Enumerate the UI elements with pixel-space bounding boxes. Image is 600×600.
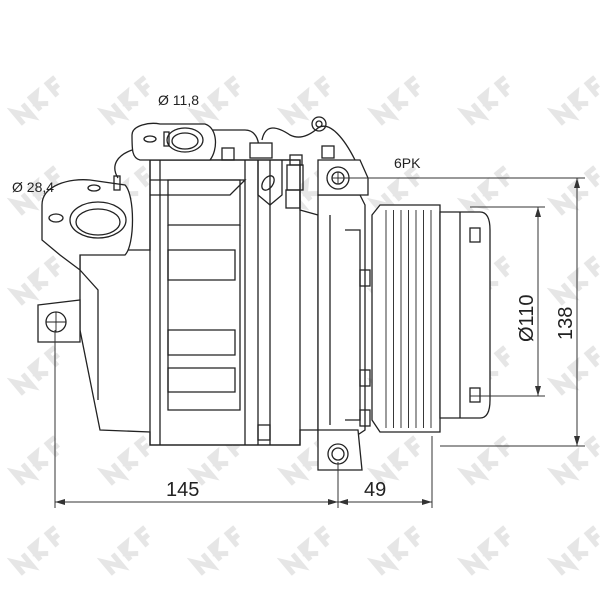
nrf-watermark-logo (546, 75, 600, 126)
overall-height-label: 138 (555, 307, 577, 340)
nrf-watermark-logo (366, 435, 420, 486)
pulley (371, 204, 491, 433)
nrf-watermark-logo (186, 525, 240, 576)
nrf-watermark-logo (6, 75, 60, 126)
discharge-port-label: Ø 28,4 (12, 179, 54, 195)
body-length-label: 145 (166, 479, 199, 501)
dimension-lines (54, 177, 585, 508)
nrf-watermark-logo (6, 345, 60, 396)
nrf-watermark-logo (366, 75, 420, 126)
nrf-watermark-logo (456, 525, 510, 576)
nrf-watermark-logo (6, 525, 60, 576)
nrf-watermark-logo (276, 75, 330, 126)
pulley-offset-label: 49 (364, 479, 386, 501)
nrf-watermark-logo (366, 165, 420, 216)
nrf-watermark-logo (186, 75, 240, 126)
nrf-watermark-logo (96, 525, 150, 576)
nrf-watermark-logo (276, 435, 330, 486)
pulley-diameter-label: Ø110 (516, 295, 538, 342)
nrf-watermark-logo (96, 435, 150, 486)
nrf-watermark-logo (456, 75, 510, 126)
nrf-watermark-logo (96, 75, 150, 126)
nrf-watermark-logo (6, 435, 60, 486)
nrf-watermark-logo (6, 165, 60, 216)
nrf-watermark-logo (276, 525, 330, 576)
nrf-watermark-logo (366, 525, 420, 576)
nrf-watermark-logo (6, 255, 60, 306)
suction-port-label: Ø 11,8 (158, 92, 199, 108)
nrf-watermark-logo (456, 435, 510, 486)
nrf-watermark-logo (546, 345, 600, 396)
nrf-watermark-logo (456, 165, 510, 216)
compressor-body (37, 116, 371, 471)
nrf-watermark-logo (186, 435, 240, 486)
nrf-watermark-logo (546, 525, 600, 576)
belt-type-label: 6PK (394, 155, 421, 171)
nrf-watermark-logo (546, 435, 600, 486)
nrf-watermark-logo (546, 255, 600, 306)
